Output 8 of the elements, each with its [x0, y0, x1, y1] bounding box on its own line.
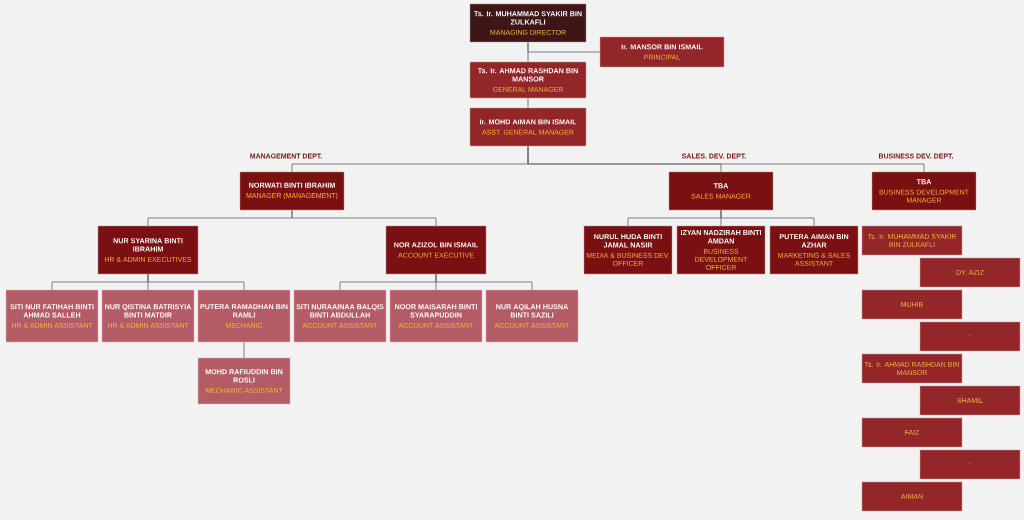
connector-line — [720, 209, 815, 227]
connector-line — [147, 273, 245, 291]
connector-line — [243, 341, 245, 359]
connector-line — [435, 273, 533, 291]
connector-line — [291, 209, 437, 227]
connector-line — [527, 41, 601, 53]
connector-line — [527, 145, 925, 173]
connector-line — [527, 97, 529, 109]
